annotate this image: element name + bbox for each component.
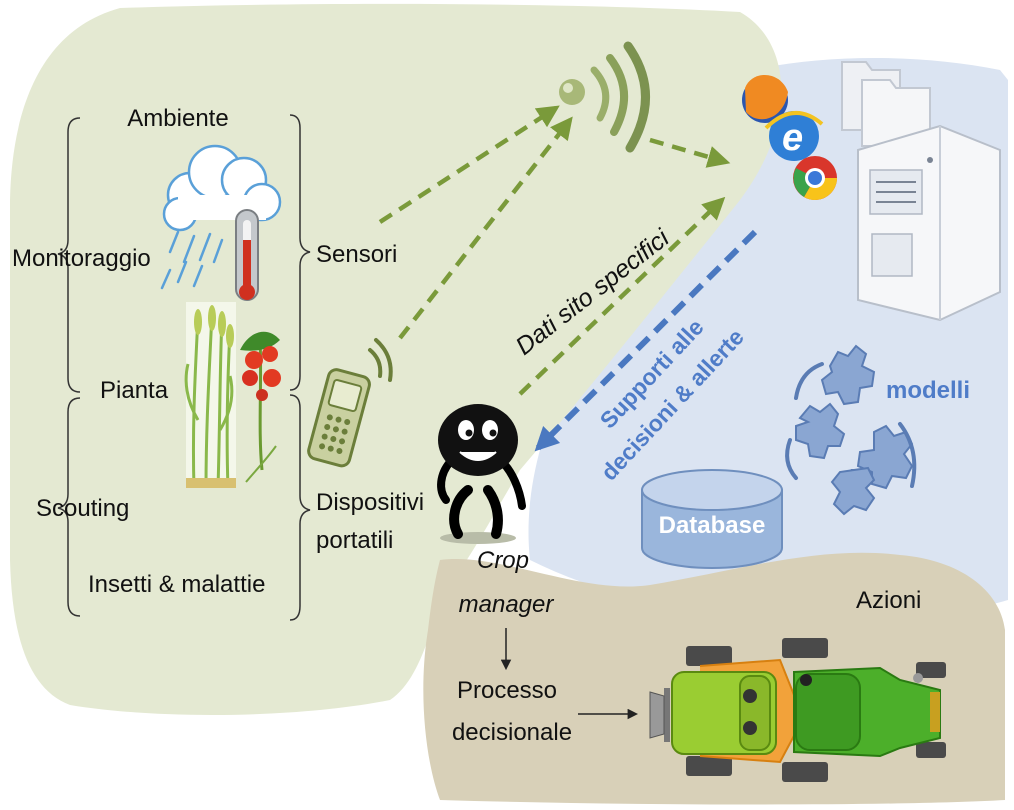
mobile-phone-icon — [307, 368, 371, 468]
label-pianta: Pianta — [100, 377, 169, 404]
label-database: Database — [659, 512, 766, 539]
label-insetti: Insetti & malattie — [88, 571, 265, 598]
plant-icon — [184, 302, 236, 489]
gear-icon — [795, 344, 914, 516]
label-scouting: Scouting — [36, 495, 129, 522]
label-processo: Processo — [457, 677, 557, 704]
right-brace-bottom — [289, 394, 311, 621]
decision-support-arrow — [534, 229, 758, 452]
label-ambiente: Ambiente — [127, 105, 228, 132]
label-modelli: modelli — [886, 377, 970, 404]
label-monitoraggio: Monitoraggio — [12, 245, 151, 272]
svg-text:e: e — [782, 117, 803, 159]
right-brace-top — [289, 114, 311, 391]
phone-signal-icon — [368, 338, 393, 382]
label-azioni: Azioni — [856, 587, 921, 614]
wifi-signal-icon — [559, 41, 650, 153]
left-brace-top — [57, 117, 81, 393]
label-sensori: Sensori — [316, 241, 397, 268]
label-manager: manager — [459, 591, 555, 618]
tractor-icon — [649, 638, 946, 782]
browser-icons: e — [742, 74, 837, 200]
character-icon — [437, 404, 526, 544]
label-crop: Crop — [477, 547, 529, 574]
data-flow-arrows — [378, 105, 731, 396]
database-icon — [641, 469, 783, 569]
thermometer-icon — [235, 209, 259, 301]
label-decisionale: decisionale — [452, 719, 572, 746]
label-dispositivi-line2: portatili — [316, 527, 393, 554]
gear-rotation-arrows — [785, 362, 917, 488]
folder-icon — [841, 61, 931, 147]
server-icon — [857, 124, 1001, 322]
tomato-icon — [240, 331, 281, 483]
left-brace-bottom — [57, 397, 81, 617]
label-dispositivi-line1: Dispositivi — [316, 489, 424, 516]
